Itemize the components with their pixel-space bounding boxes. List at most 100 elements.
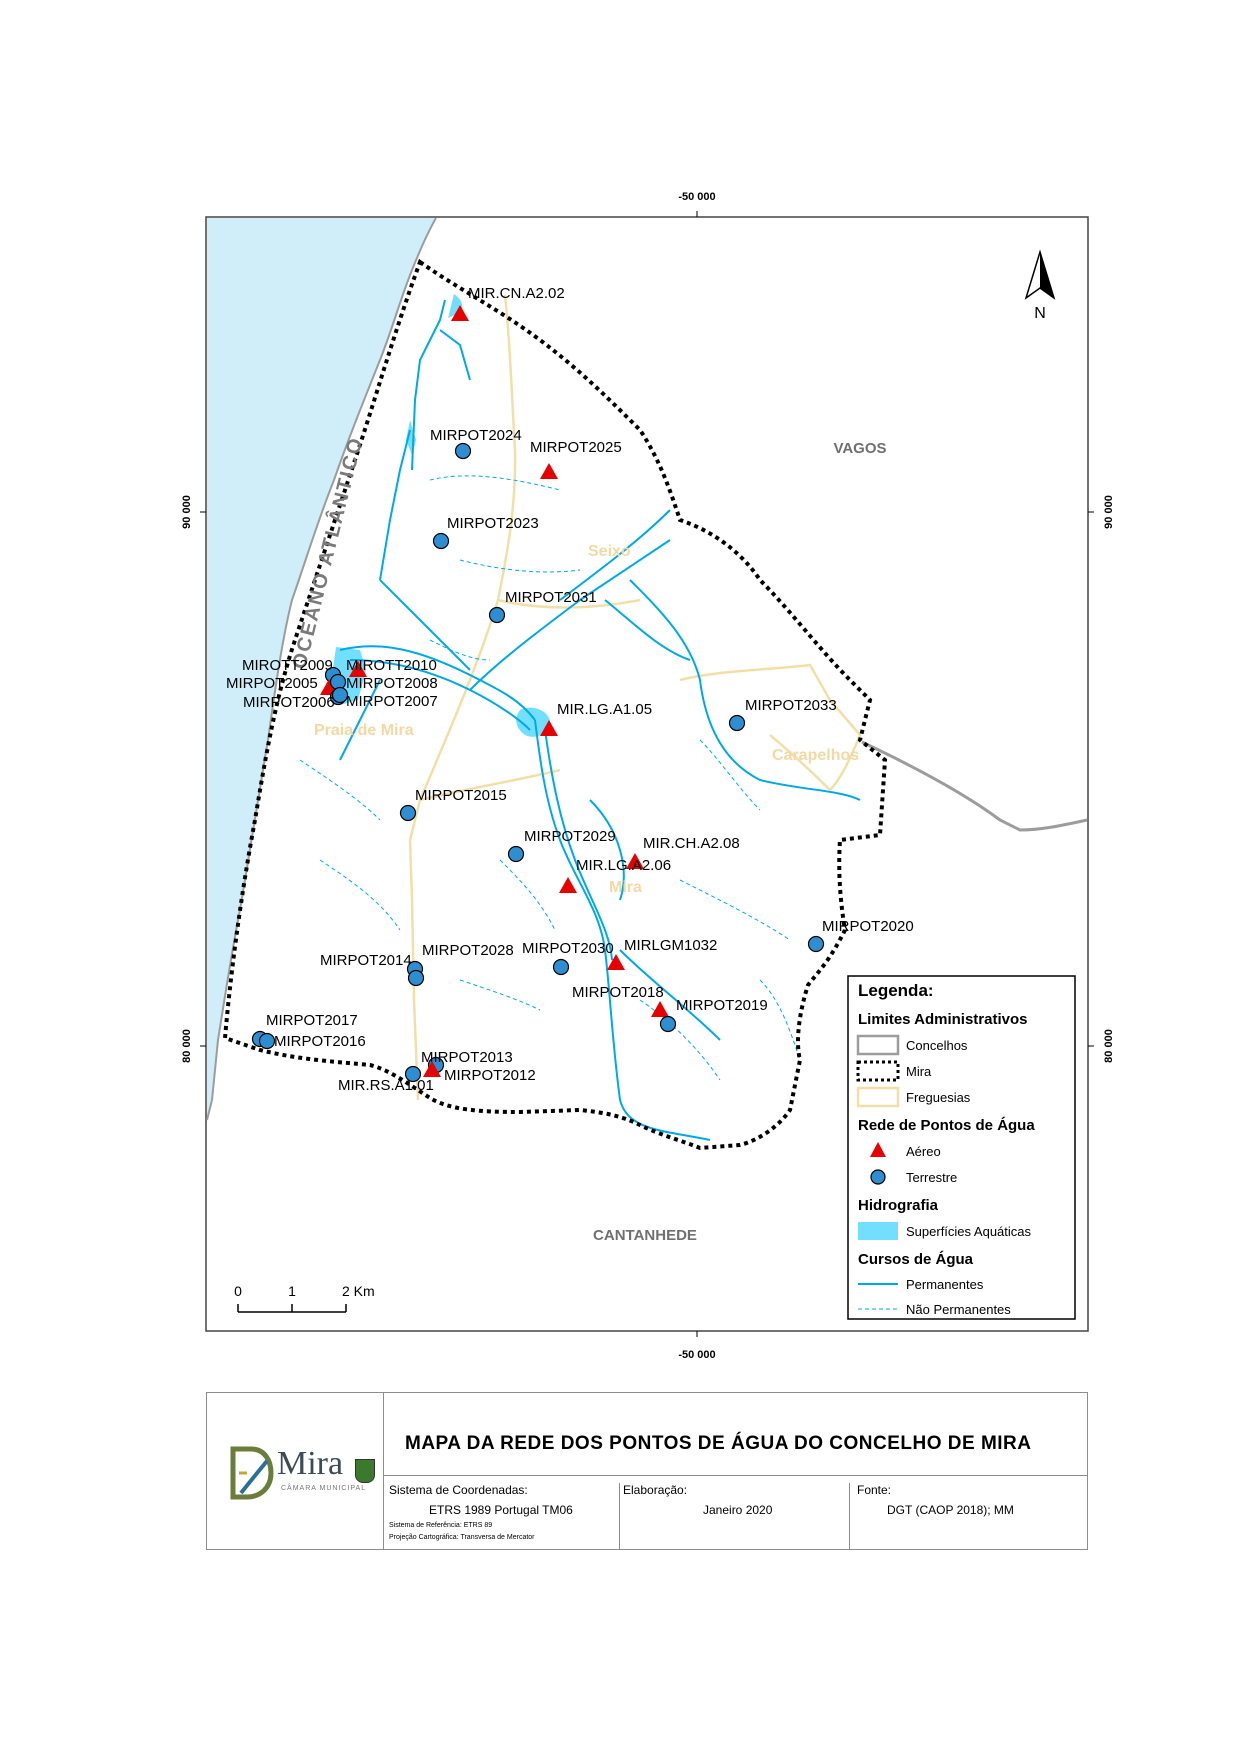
water-point-label: MIRPOT2031 [505, 589, 597, 606]
terrestre-point-icon [331, 686, 349, 704]
north-arrow-label: N [1034, 305, 1046, 322]
ocean-area [207, 218, 436, 1120]
water-point-mirpot2008[interactable]: MIRPOT2008 [329, 673, 438, 693]
freguesia-label-seixo: Seixo [588, 543, 631, 560]
freguesia-boundaries [408, 294, 862, 1101]
water-point-mirpot2019[interactable]: MIRPOT2019 [659, 997, 768, 1033]
water-point-mirpot2018[interactable]: MIRPOT2018 [572, 984, 669, 1017]
legend-title: Legenda: [858, 981, 934, 1000]
water-point-label: MIRPOT2024 [430, 427, 522, 444]
water-point-mir-lg-a2-06[interactable]: MIR.LG.A2.06 [559, 857, 671, 893]
elaboration-value: Janeiro 2020 [703, 1503, 773, 1517]
water-point-mirpot2016[interactable]: MIRPOT2016 [258, 1032, 366, 1050]
legend-box [847, 975, 1076, 1320]
terrestre-point-icon [507, 845, 525, 863]
legend-concelhos: Concelhos [906, 1038, 968, 1053]
logo-text: Mira [277, 1445, 344, 1482]
water-point-label: MIRPOT2019 [676, 997, 768, 1014]
title-block: Mira CÂMARA MUNICIPAL MAPA DA REDE DOS P… [206, 1392, 1088, 1550]
water-point-mirpot2031[interactable]: MIRPOT2031 [488, 589, 597, 624]
water-point-label: MIRPOT2018 [572, 984, 664, 1001]
coord-system-heading: Sistema de Coordenadas: [389, 1483, 528, 1497]
mira-logo-icon [230, 1446, 274, 1500]
non-permanent-streams [299, 475, 801, 1081]
scale-label-0: 0 [234, 1283, 242, 1299]
water-point-label: MIRPOT2014 [320, 952, 412, 969]
water-point-label: MIRPOT2023 [447, 515, 539, 532]
north-arrow-half [1040, 252, 1054, 298]
water-point-mirpot2025[interactable]: MIRPOT2025 [530, 439, 622, 479]
terrestre-point-icon [728, 714, 746, 732]
terrestre-point-icon [659, 1015, 677, 1033]
aereo-point-icon [423, 1061, 441, 1077]
water-point-mirpot2007[interactable]: MIRPOT2007 [331, 686, 438, 711]
water-point-label: MIRPOT2025 [530, 439, 622, 456]
water-point-label: MIRPOT2013 [421, 1049, 513, 1066]
legend-swatch-concelhos [856, 1034, 900, 1056]
aereo-point-icon [626, 853, 644, 869]
coordinate-system-info: Sistema de Coordenadas: ETRS 1989 Portug… [389, 1483, 620, 1549]
freguesia-label-praia-de-mira: Praia de Mira [314, 722, 414, 739]
water-point-label: MIRPOT2029 [524, 828, 616, 845]
aereo-point-icon [651, 1001, 669, 1017]
water-point-label: MIR.LG.A2.06 [576, 857, 671, 874]
water-point-mir-lg-a1-05[interactable]: MIR.LG.A1.05 [540, 701, 652, 736]
water-point-label: MIR.LG.A1.05 [557, 701, 652, 718]
legend-cursos: Cursos de Água [858, 1251, 974, 1268]
water-point-mirpot2029[interactable]: MIRPOT2029 [507, 828, 616, 863]
source-value: DGT (CAOP 2018); MM [887, 1503, 1014, 1517]
water-point-label: MIRPOT2015 [415, 787, 507, 804]
coord-system-value: ETRS 1989 Portugal TM06 [429, 1503, 573, 1517]
water-point-mirott2010[interactable]: MIROTT2010 [346, 657, 437, 677]
title-divider [383, 1475, 1087, 1476]
terrestre-point-icon [399, 804, 417, 822]
water-point-mirpot2012[interactable]: MIRPOT2012 [404, 1065, 536, 1085]
permanent-streams [339, 299, 861, 1141]
terrestre-point-icon [807, 935, 825, 953]
legend-superficies: Superfícies Aquáticas [906, 1224, 1032, 1239]
aereo-point-icon [349, 661, 367, 677]
legend-rede: Rede de Pontos de Água [858, 1117, 1035, 1134]
coord-reference: Sistema de Referência: ETRS 89 [389, 1522, 493, 1529]
municipal-crest-icon [355, 1459, 375, 1483]
water-points: MIR.CN.A2.02MIRPOT2024MIRPOT2025MIRPOT20… [226, 285, 914, 1094]
legend-limites: Limites Administrativos [858, 1011, 1027, 1028]
water-point-label: MIROTT2009 [242, 657, 333, 674]
grid-label-right-top: 90 000 [1103, 495, 1115, 529]
north-arrow: N [1024, 249, 1056, 322]
water-point-mirpot2020[interactable]: MIRPOT2020 [807, 918, 914, 953]
elaboration-info: Elaboração: Janeiro 2020 [623, 1483, 850, 1549]
water-point-mir-ch-a2-08[interactable]: MIR.CH.A2.08 [626, 835, 740, 869]
logo-subtitle: CÂMARA MUNICIPAL [281, 1485, 367, 1492]
legend: Legenda: Limites Administrativos Concelh… [847, 975, 1076, 1320]
water-point-mir-cn-a2-02[interactable]: MIR.CN.A2.02 [451, 285, 565, 321]
water-point-mirpot2033[interactable]: MIRPOT2033 [728, 697, 837, 732]
water-point-label: MIRLGM1032 [624, 937, 717, 954]
water-point-mirpot2030[interactable]: MIRPOT2030 [522, 940, 614, 976]
terrestre-point-icon [407, 969, 425, 987]
scale-label-1: 1 [288, 1283, 296, 1299]
mira-boundary[interactable] [222, 258, 888, 1151]
aereo-point-icon [540, 463, 558, 479]
logo-cell: Mira CÂMARA MUNICIPAL [207, 1393, 384, 1549]
water-point-mirpot2015[interactable]: MIRPOT2015 [399, 787, 507, 822]
terrestre-point-icon [258, 1032, 276, 1050]
legend-freguesias: Freguesias [906, 1090, 971, 1105]
freguesia-label-mira: Mira [609, 879, 642, 896]
map-title: MAPA DA REDE DOS PONTOS DE ÁGUA DO CONCE… [405, 1433, 1032, 1454]
water-point-label: MIRPOT2012 [444, 1067, 536, 1084]
scale-bar: 0 1 2 Km [234, 1283, 375, 1313]
grid-label-left-bottom: 80 000 [181, 1029, 193, 1063]
water-point-label: MIRPOT2005 [226, 675, 318, 692]
water-point-mirlgm1032[interactable]: MIRLGM1032 [607, 937, 717, 970]
legend-hidrografia: Hidrografia [858, 1197, 939, 1214]
water-point-label: MIRPOT2028 [422, 942, 514, 959]
water-point-mirpot2024[interactable]: MIRPOT2024 [430, 427, 522, 460]
water-point-label: MIRPOT2030 [522, 940, 614, 957]
water-point-mirpot2028[interactable]: MIRPOT2028 [407, 942, 514, 987]
aereo-point-icon [540, 720, 558, 736]
water-point-label: MIR.CH.A2.08 [643, 835, 740, 852]
water-point-label: MIRPOT2016 [274, 1033, 366, 1050]
water-point-mirpot2023[interactable]: MIRPOT2023 [432, 515, 539, 550]
